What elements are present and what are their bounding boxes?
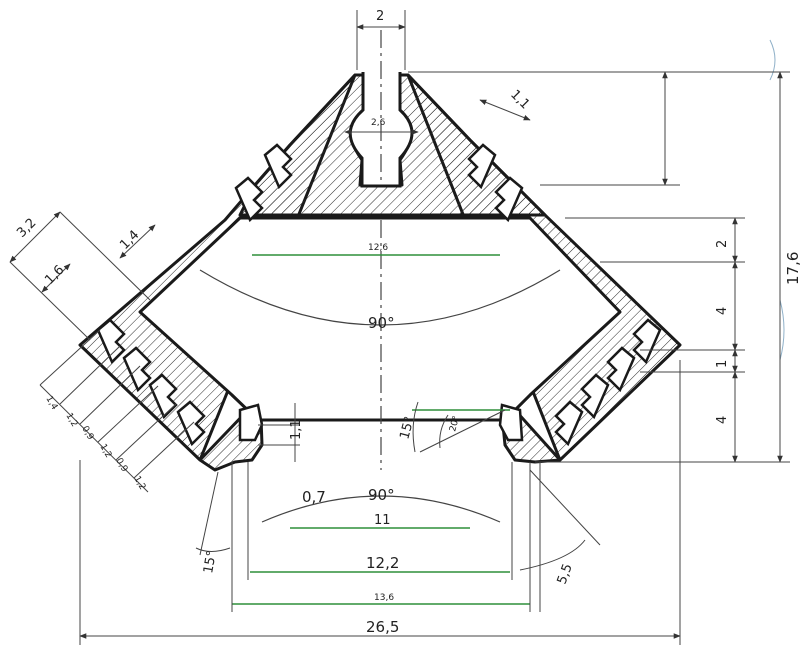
- dim-right-1: 1: [715, 360, 730, 368]
- green-lines: [232, 254, 530, 605]
- left-lip: [238, 403, 264, 442]
- dim-left-1-4-top: 1,4: [117, 228, 142, 253]
- dimension-lines: [9, 10, 790, 645]
- dim-bottom-11: 11: [374, 513, 391, 528]
- centerlines: [199, 30, 561, 523]
- right-lip: [498, 403, 524, 442]
- arc-90-top: [199, 269, 561, 326]
- dim-angle-20: 20°: [448, 415, 462, 433]
- dim-slot-pitch-top: 1,1: [507, 87, 532, 112]
- dim-bottom-12-2: 12,2: [366, 554, 399, 572]
- dim-top-width: 2: [376, 9, 384, 24]
- dim-bottom-13-6: 13,6: [374, 593, 394, 603]
- dim-angle-15-mid: 15°: [397, 415, 417, 441]
- dim-left-1-2b: 1,2: [97, 443, 113, 460]
- dim-bottom-26-5: 26,5: [366, 618, 399, 636]
- dim-right-4a: 4: [715, 307, 730, 315]
- dim-lip-1-1: 1,1: [289, 419, 304, 440]
- dim-left-1-6: 1,6: [42, 263, 67, 288]
- arc-90-bottom: [261, 495, 501, 523]
- dim-angle-90-top: 90°: [368, 314, 395, 332]
- dim-left-1-2a: 1,2: [63, 412, 79, 429]
- dim-angle-5-5: 5,5: [555, 562, 576, 587]
- dim-neck-width: 2,6: [371, 118, 386, 128]
- dim-radius-0-7: 0,7: [302, 488, 326, 506]
- dim-angle-15-left: 15°: [201, 549, 220, 574]
- profile-section: [78, 72, 682, 472]
- dim-inner-12-6: 12,6: [368, 243, 388, 253]
- dim-left-3-2: 3,2: [14, 216, 39, 241]
- dim-right-4b: 4: [715, 416, 730, 424]
- dim-angle-90-bottom: 90°: [368, 486, 395, 504]
- dim-height-total: 17,6: [784, 252, 800, 285]
- dim-left-1-4: 1,4: [43, 395, 59, 413]
- dim-right-2: 2: [715, 240, 730, 248]
- right-slots: [467, 143, 662, 447]
- dim-left-0-9a: 0,9: [79, 425, 95, 443]
- page-marks: [769, 39, 785, 361]
